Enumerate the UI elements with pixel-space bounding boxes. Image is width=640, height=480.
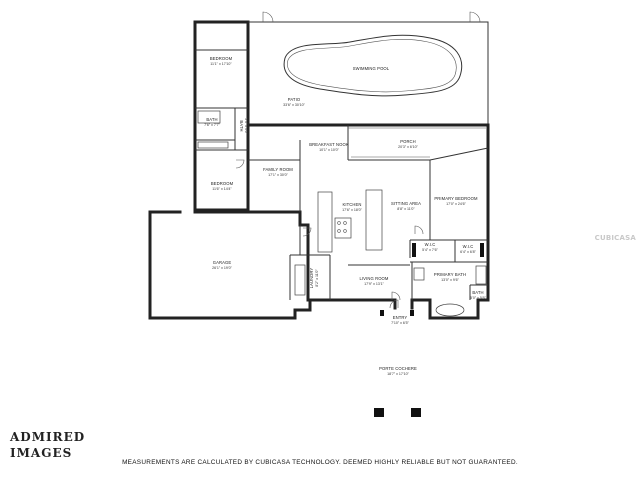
room-dims-breakfast-nook: 10'1" x 10'0" — [319, 148, 339, 152]
room-name-bedroom-mid: BEDROOM — [211, 181, 234, 186]
room-name-wic-left: W.I.C — [425, 242, 436, 247]
room-dims-garage: 26'1" x 19'0" — [212, 266, 232, 270]
room-dims-wic-right: 6'4" x 6'8" — [460, 250, 476, 254]
room-name-garage: GARAGE — [213, 260, 232, 265]
room-name-primary-bath: PRIMARY BATH — [434, 272, 466, 277]
room-name-laundry: LAUNDRY — [309, 268, 314, 289]
room-name-bedroom-top: BEDROOM — [210, 56, 233, 61]
room-name-kitchen: KITCHEN — [342, 202, 361, 207]
room-name-sitting-area: SITTING AREA — [391, 201, 421, 206]
room-name-porch: PORCH — [400, 139, 416, 144]
room-dims-bath-left: 7'6" x 7'7" — [204, 123, 220, 127]
room-dims-primary-bath: 13'0" x 9'6" — [441, 278, 459, 282]
column-right — [410, 310, 414, 316]
room-dims-living-room: 17'9" x 13'1" — [364, 282, 384, 286]
room-name-breakfast-nook: BREAKFAST NOOK — [309, 142, 349, 147]
room-name-living-room: LIVING ROOM — [359, 276, 388, 281]
room-name-entry: ENTRY — [393, 315, 408, 320]
room-name-primary-bedroom: PRIMARY BEDROOM — [434, 196, 478, 201]
room-dims-porte-cochere: 18'7" x 17'10" — [387, 372, 409, 376]
bath-fixtures — [197, 110, 487, 317]
porte-cochere-column-right — [411, 408, 421, 417]
room-dims-bedroom-top: 11'1" x 17'10" — [210, 62, 232, 66]
kitchen-fixtures — [317, 189, 383, 253]
column-left — [380, 310, 384, 316]
logo-line-2: IMAGES — [10, 446, 73, 460]
logo-line-1: ADMIRED — [10, 430, 86, 444]
room-name-pool: SWIMMING POOL — [353, 66, 390, 71]
room-name-wic-right: W.I.C — [463, 244, 474, 249]
room-dims-bath-left-small: 5'4" x 4'6" — [244, 118, 248, 134]
room-dims-sitting-area: 8'8" x 11'0" — [397, 207, 415, 211]
room-dims-laundry: 8'2" x 11'0" — [315, 269, 319, 287]
room-dims-family-room: 17'1" x 30'0" — [268, 173, 288, 177]
porte-cochere-column-left — [374, 408, 384, 417]
room-name-family-room: FAMILY ROOM — [263, 167, 293, 172]
room-name-bath-left: BATH — [206, 117, 217, 122]
room-dims-patio: 33'6" x 30'10" — [283, 103, 305, 107]
room-labels: BEDROOM 11'1" x 17'10" SWIMMING POOL PAT… — [204, 56, 486, 376]
room-dims-wic-left: 5'4" x 7'6" — [422, 248, 438, 252]
pool-outline — [283, 34, 462, 97]
disclaimer-text: MEASUREMENTS ARE CALCULATED BY CUBICASA … — [122, 459, 518, 466]
walls — [148, 20, 490, 320]
room-dims-primary-bedroom: 17'0" x 24'6" — [446, 202, 466, 206]
room-name-porte-cochere: PORTE COCHERE — [379, 366, 417, 371]
room-name-bath-right: BATH — [472, 290, 483, 295]
room-dims-entry: 7'10" x 6'5" — [391, 321, 409, 325]
room-name-bath-left-small: BATH — [239, 120, 244, 131]
room-name-patio: PATIO — [288, 97, 301, 102]
cubicasa-watermark: CUBICASA — [594, 234, 636, 242]
room-dims-kitchen: 17'6" x 18'0" — [342, 208, 362, 212]
door-swings — [235, 11, 481, 309]
room-dims-bedroom-mid: 11'6" x 14'4" — [212, 187, 232, 191]
room-dims-porch: 20'3" x 6'10" — [398, 145, 418, 149]
room-dims-bath-right: 5'0" x 5'6" — [470, 296, 486, 300]
